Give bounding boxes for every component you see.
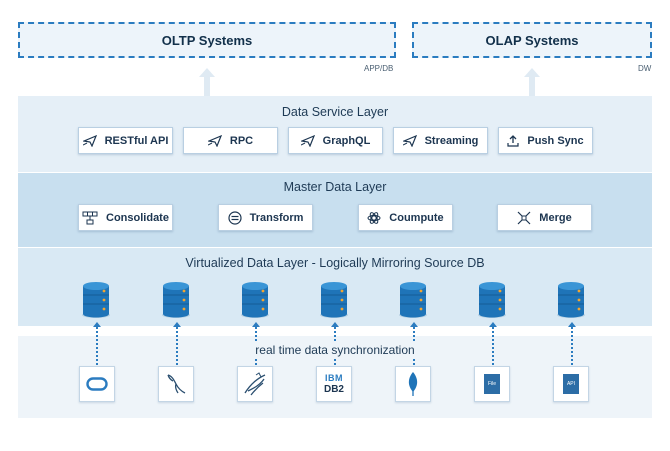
send-icon xyxy=(82,134,97,147)
sync-arrow-head xyxy=(568,322,576,327)
oltp-title: OLTP Systems xyxy=(161,32,253,48)
rpc-chip: RPC xyxy=(183,127,278,154)
database-icon xyxy=(320,282,348,318)
compute-chip: Coumpute xyxy=(358,204,453,231)
sync-arrow-head xyxy=(410,322,418,327)
db2-text: DB2 xyxy=(323,384,344,395)
sql-server-icon xyxy=(244,372,266,396)
ibm-db2-source: IBM DB2 xyxy=(316,366,352,402)
sync-arrow-head xyxy=(489,322,497,327)
streaming-chip: Streaming xyxy=(393,127,488,154)
ibm-db2-icon: IBM DB2 xyxy=(324,373,344,395)
oracle-source xyxy=(79,366,115,402)
file-source: File xyxy=(474,366,510,402)
send-icon xyxy=(300,134,315,147)
transform-label: Transform xyxy=(249,211,304,224)
up-arrow-icon xyxy=(524,68,540,98)
real-time-sync-label: real time data synchronization xyxy=(0,343,670,357)
sync-connector xyxy=(571,327,573,365)
consolidate-chip: Consolidate xyxy=(78,204,173,231)
database-icon xyxy=(399,282,427,318)
mongodb-source xyxy=(395,366,431,402)
upload-icon xyxy=(507,134,519,147)
sync-arrow-head xyxy=(173,322,181,327)
oltp-systems-box: OLTP Systems xyxy=(18,22,396,58)
database-icon xyxy=(162,282,190,318)
merge-icon xyxy=(517,211,531,224)
mongodb-leaf-icon xyxy=(408,372,418,396)
oltp-sub-label: APP/DB xyxy=(364,64,394,73)
merge-label: Merge xyxy=(539,211,572,224)
file-icon-text: File xyxy=(487,381,497,387)
api-icon-text: API xyxy=(566,381,576,387)
sync-arrow-head xyxy=(93,322,101,327)
graphql-chip: GraphQL xyxy=(288,127,383,154)
transform-chip: Transform xyxy=(218,204,313,231)
api-source: API xyxy=(553,366,589,402)
sync-connector xyxy=(492,327,494,365)
oracle-icon xyxy=(86,377,108,391)
sql-server-source xyxy=(237,366,273,402)
rpc-label: RPC xyxy=(229,134,254,147)
real-time-sync-text: real time data synchronization xyxy=(251,343,419,357)
olap-systems-box: OLAP Systems xyxy=(412,22,652,58)
send-icon xyxy=(402,134,417,147)
database-icon xyxy=(557,282,585,318)
master-data-layer-title: Master Data Layer xyxy=(283,180,387,194)
push-sync-chip: Push Sync xyxy=(498,127,593,154)
consolidate-label: Consolidate xyxy=(106,211,169,224)
sync-connector xyxy=(96,327,98,365)
restful-api-chip: RESTful API xyxy=(78,127,173,154)
send-icon xyxy=(207,134,222,147)
data-service-layer-title: Data Service Layer xyxy=(281,105,389,119)
database-icon xyxy=(82,282,110,318)
compute-icon xyxy=(367,211,381,224)
olap-title: OLAP Systems xyxy=(485,32,579,48)
hierarchy-icon xyxy=(82,211,98,224)
olap-sub-label: DW xyxy=(638,64,652,73)
mysql-source xyxy=(158,366,194,402)
database-icon xyxy=(478,282,506,318)
push-sync-label: Push Sync xyxy=(527,134,584,147)
graphql-label: GraphQL xyxy=(322,134,371,147)
merge-chip: Merge xyxy=(497,204,592,231)
file-icon: File xyxy=(484,374,500,394)
sync-arrow-head xyxy=(331,322,339,327)
sync-arrow-head xyxy=(252,322,260,327)
sync-connector xyxy=(176,327,178,365)
virtualized-data-layer-title: Virtualized Data Layer - Logically Mirro… xyxy=(185,256,485,270)
compute-label: Coumpute xyxy=(389,211,444,224)
ibm-text: IBM xyxy=(324,373,343,383)
api-doc-icon: API xyxy=(563,374,579,394)
restful-api-label: RESTful API xyxy=(104,134,169,147)
streaming-label: Streaming xyxy=(424,134,479,147)
database-icon xyxy=(241,282,269,318)
up-arrow-icon xyxy=(199,68,215,98)
transform-icon xyxy=(227,210,242,225)
mysql-dolphin-icon xyxy=(167,374,186,394)
